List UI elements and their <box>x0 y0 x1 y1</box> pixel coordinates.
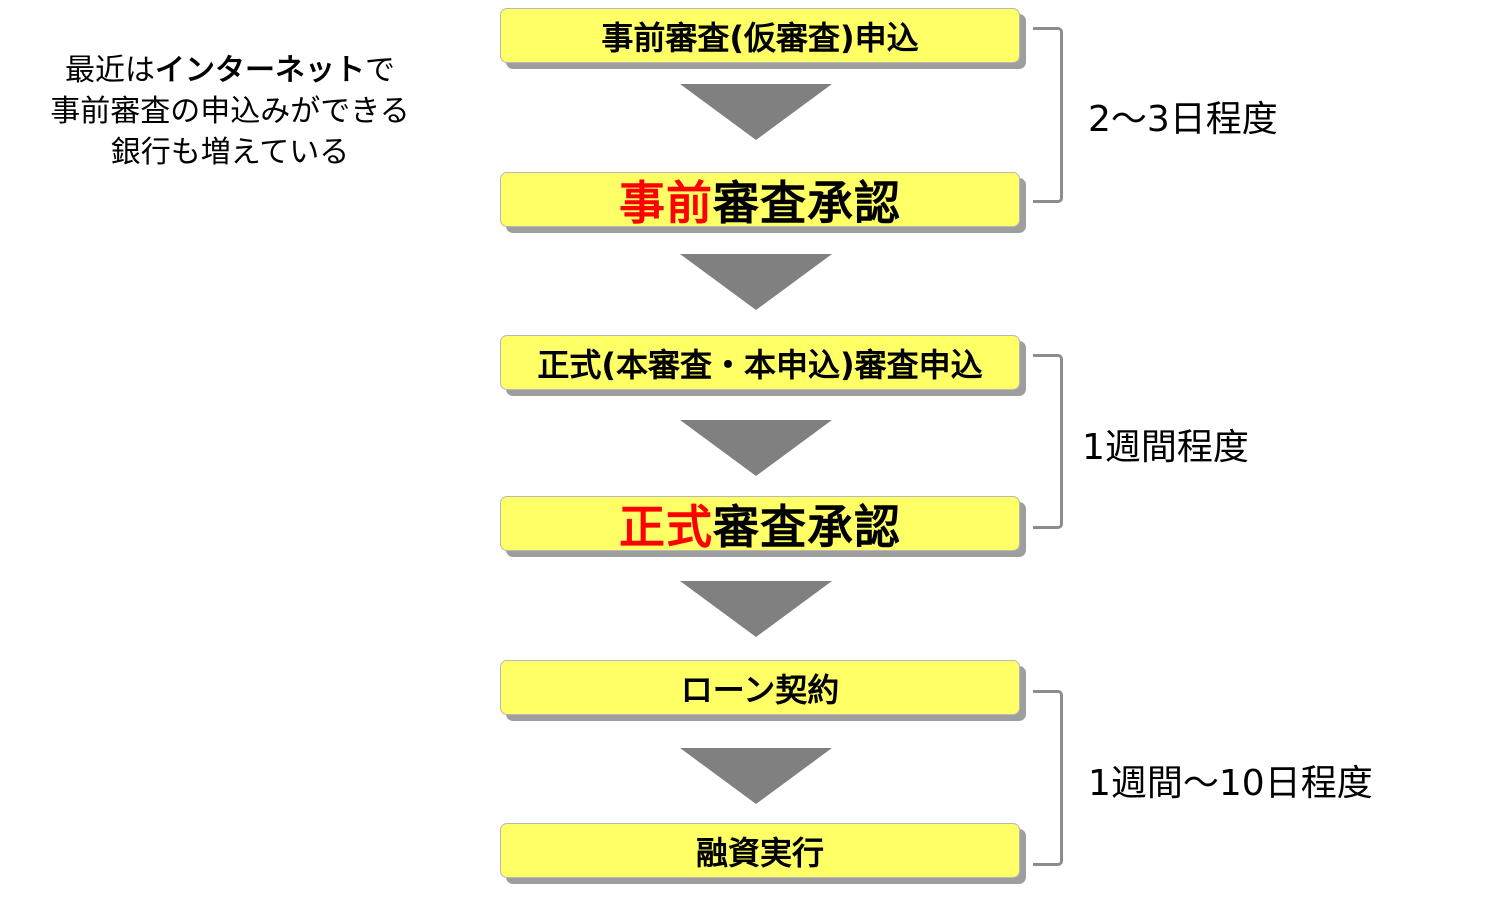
note-line-3: 銀行も増えている <box>110 135 350 170</box>
highlight-text: 正式 <box>619 499 713 554</box>
note-line-1: 最近はインターネットで <box>65 53 395 88</box>
duration-label-2: 1週間程度 <box>1082 427 1249 468</box>
step-formal-review-application: 正式(本審査・本申込)審査申込 <box>500 335 1020 390</box>
step-pre-review-approval: 事前審査承認 <box>500 172 1020 230</box>
highlight-text: 事前 <box>619 175 713 230</box>
duration-bracket-3 <box>1033 690 1063 866</box>
duration-bracket-1 <box>1033 27 1063 203</box>
step-formal-review-approval: 正式審査承認 <box>500 496 1020 554</box>
duration-label-1: 2～3日程度 <box>1088 99 1278 140</box>
note-bold-internet: インターネット <box>155 53 365 88</box>
duration-label-3: 1週間～10日程度 <box>1088 763 1373 804</box>
info-note: 最近はインターネットで 事前審査の申込みができる 銀行も増えている <box>20 50 440 173</box>
duration-bracket-2 <box>1033 354 1063 529</box>
flow-arrow-down-icon <box>680 84 832 140</box>
step-loan-disbursement: 融資実行 <box>500 823 1020 878</box>
flow-arrow-down-icon <box>680 581 832 637</box>
note-line-2: 事前審査の申込みができる <box>50 94 410 129</box>
flow-arrow-down-icon <box>680 748 832 804</box>
flow-arrow-down-icon <box>680 254 832 310</box>
step-pre-review-application: 事前審査(仮審査)申込 <box>500 8 1020 63</box>
flow-arrow-down-icon <box>680 420 832 476</box>
step-loan-contract: ローン契約 <box>500 660 1020 715</box>
